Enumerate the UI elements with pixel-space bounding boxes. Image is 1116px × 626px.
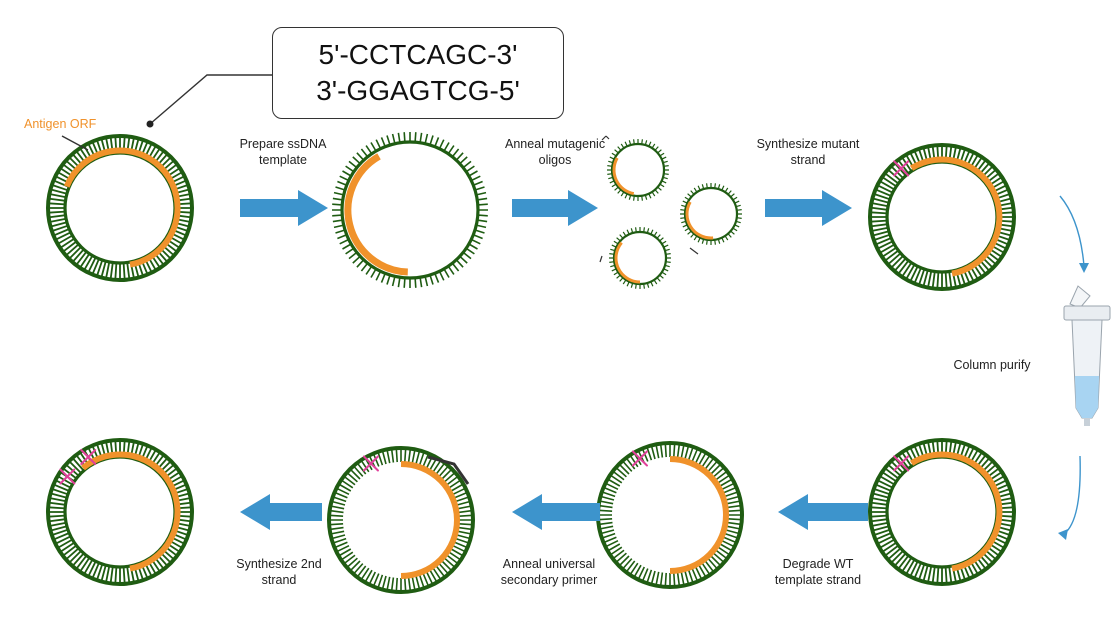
inner-strand xyxy=(63,455,177,569)
double-stranded-plasmid-icon xyxy=(596,441,744,589)
double-stranded-plasmid-icon xyxy=(46,438,194,586)
base-pair-ticks xyxy=(607,139,669,201)
inner-strand xyxy=(885,160,999,274)
inner-strand xyxy=(885,455,999,569)
antigen-orf-arc xyxy=(909,451,1003,572)
antigen-orf-arc xyxy=(344,153,408,276)
outer-strand xyxy=(596,441,744,589)
single-stranded-plasmid-icon xyxy=(332,132,488,288)
single-strand xyxy=(340,140,480,280)
column-tip xyxy=(1084,418,1090,426)
antigen-orf-arc xyxy=(669,456,729,574)
mutation-cross-icon xyxy=(631,450,648,467)
double-stranded-plasmid-icon xyxy=(868,143,1016,291)
base-pair-ticks xyxy=(332,132,488,288)
antigen-orf-arc xyxy=(909,156,1003,277)
arrow-layer xyxy=(240,190,1089,540)
extras-layer xyxy=(61,74,1111,485)
flow-arrow-down-1-head xyxy=(1079,263,1089,273)
block-arrow-icon xyxy=(778,494,868,530)
single-stranded-plasmid-icon xyxy=(680,183,742,245)
mutation-cross-icon xyxy=(893,160,910,177)
single-strand xyxy=(610,142,666,198)
block-arrow-icon xyxy=(512,190,598,226)
outer-strand xyxy=(46,438,194,586)
base-pair-ticks xyxy=(48,440,192,584)
single-strand xyxy=(683,186,739,242)
outer-strand xyxy=(46,134,194,282)
spin-column-icon xyxy=(1063,285,1111,426)
flow-arrow-down-2 xyxy=(1063,455,1081,535)
antigen-orf-arc xyxy=(63,147,181,268)
sequence-callout-box: 5'-CCTCAGC-3' 3'-GGAGTCG-5' xyxy=(272,27,564,119)
base-pair-ticks xyxy=(598,443,742,587)
column-rim xyxy=(1063,305,1111,321)
callout-anchor-dot xyxy=(146,120,154,128)
plasmid-layer xyxy=(46,132,1016,594)
primer-mini-3 xyxy=(689,247,699,255)
base-pair-ticks xyxy=(680,183,742,245)
outer-strand xyxy=(868,143,1016,291)
primer-mini-2 xyxy=(599,255,603,263)
antigen-orf-arc xyxy=(685,201,714,240)
outer-strand xyxy=(868,438,1016,586)
base-pair-ticks xyxy=(48,136,192,280)
double-stranded-plasmid-icon xyxy=(327,446,475,594)
base-pair-ticks xyxy=(329,448,473,592)
double-stranded-plasmid-icon xyxy=(46,134,194,282)
single-stranded-plasmid-icon xyxy=(607,139,669,201)
inner-strand xyxy=(63,151,177,265)
orf-label-leader-line xyxy=(61,135,89,151)
callout-leader-line xyxy=(149,74,272,125)
flow-arrow-down-2-head xyxy=(1058,529,1068,540)
block-arrow-icon xyxy=(512,494,600,530)
sequence-line-bottom: 3'-GGAGTCG-5' xyxy=(316,75,520,106)
primer-mini-1 xyxy=(601,135,610,141)
antigen-orf-arc xyxy=(81,451,181,572)
antigen-orf-arc xyxy=(612,157,635,196)
flow-arrow-down-1 xyxy=(1059,195,1085,267)
outer-strand xyxy=(327,446,475,594)
antigen-orf-arc xyxy=(614,241,641,284)
sequence-line-top: 5'-CCTCAGC-3' xyxy=(318,39,518,70)
universal-primer xyxy=(427,455,470,485)
mutation-cross-icon xyxy=(59,468,76,485)
column-liquid xyxy=(1075,376,1099,418)
step-label-column-purify: Column purify xyxy=(953,358,1031,372)
single-strand xyxy=(612,230,668,286)
mutation-cross-icon xyxy=(80,449,97,466)
mutation-cross-icon xyxy=(893,455,910,472)
single-stranded-plasmid-icon xyxy=(609,227,671,289)
block-arrow-icon xyxy=(765,190,852,226)
double-stranded-plasmid-icon xyxy=(868,438,1016,586)
antigen-orf-label: Antigen ORF xyxy=(24,117,97,131)
mutation-cross-icon xyxy=(362,455,379,472)
antigen-orf-arc xyxy=(400,461,460,579)
base-pair-ticks xyxy=(609,227,671,289)
column-cap xyxy=(1069,285,1091,309)
block-arrow-icon xyxy=(240,190,328,226)
block-arrow-icon xyxy=(240,494,322,530)
